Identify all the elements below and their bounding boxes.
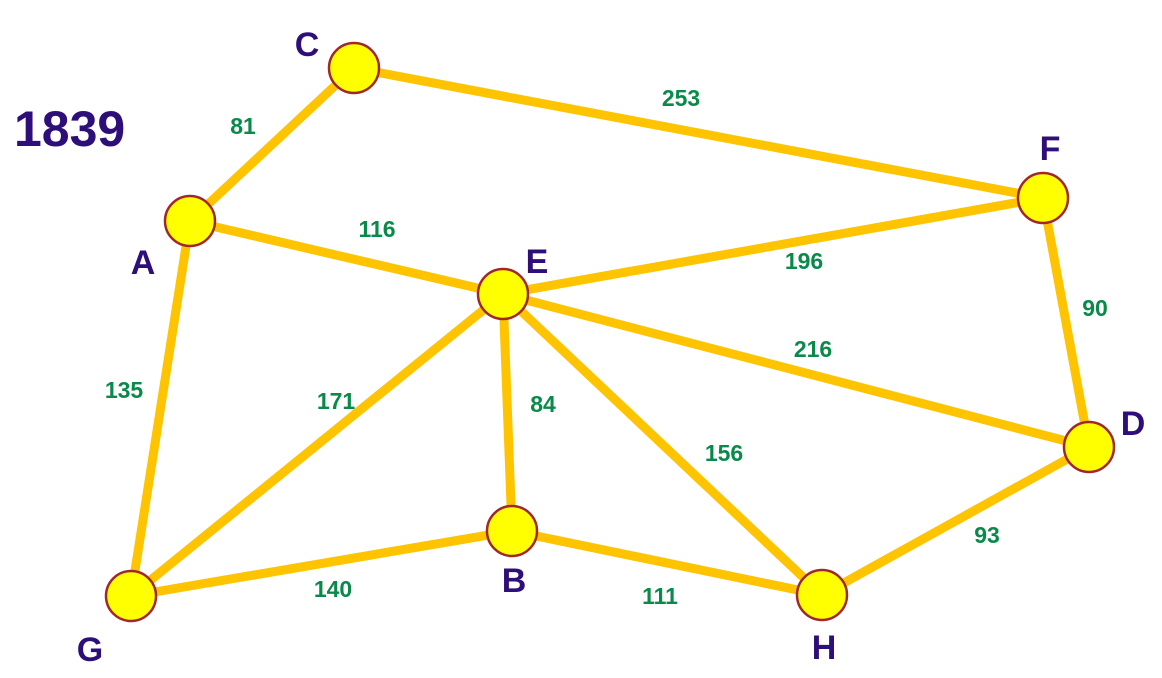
node-label-a: A [131,244,156,282]
node-b [485,504,539,558]
edge-a-g [126,216,195,601]
node-c [327,41,381,95]
node-label-e: E [526,243,549,281]
edge-weight-a-c: 81 [230,113,256,139]
node-label-d: D [1121,405,1146,443]
node-label-f: F [1040,130,1061,168]
edge-g-b [126,526,517,601]
node-labels-layer: A B C D E F G H [77,26,1146,669]
edge-weight-f-d: 90 [1082,295,1108,321]
node-d [1062,420,1116,474]
edge-e-b [498,289,517,536]
node-h [795,568,849,622]
edge-weight-e-b: 84 [530,391,556,417]
edge-e-f [498,193,1048,299]
edge-b-h [507,526,827,600]
node-g [104,569,158,623]
edge-a-e [185,216,508,299]
edge-weight-c-f: 253 [662,85,700,111]
edge-c-f [349,63,1048,203]
node-label-h: H [812,629,837,667]
edges-layer [126,63,1094,601]
edge-weight-a-e: 116 [358,216,395,242]
edge-h-d [817,442,1094,600]
edge-a-c [185,63,359,226]
node-a [163,194,217,248]
edge-e-h [498,289,827,600]
edge-weight-b-h: 111 [642,583,678,609]
weights-layer: 81 253 116 196 90 216 135 171 84 156 140 111 93 [105,85,1108,609]
edge-weight-g-b: 140 [314,576,352,602]
node-label-c: C [295,26,320,64]
edge-weight-e-f: 196 [785,248,823,274]
node-f [1016,171,1070,225]
edge-weight-e-d: 216 [794,336,832,362]
edge-weight-e-g: 171 [317,388,356,414]
node-e [476,267,530,321]
edge-weight-e-h: 156 [705,440,743,466]
edge-e-g [126,289,508,601]
edge-e-d [498,289,1094,452]
node-label-g: G [77,631,103,669]
edge-f-d [1038,193,1094,452]
nodes-layer [104,41,1116,623]
edge-weight-a-g: 135 [105,377,144,403]
node-label-b: B [502,562,527,600]
diagram-title: 1839 [14,101,125,157]
edge-weight-h-d: 93 [974,522,1000,548]
